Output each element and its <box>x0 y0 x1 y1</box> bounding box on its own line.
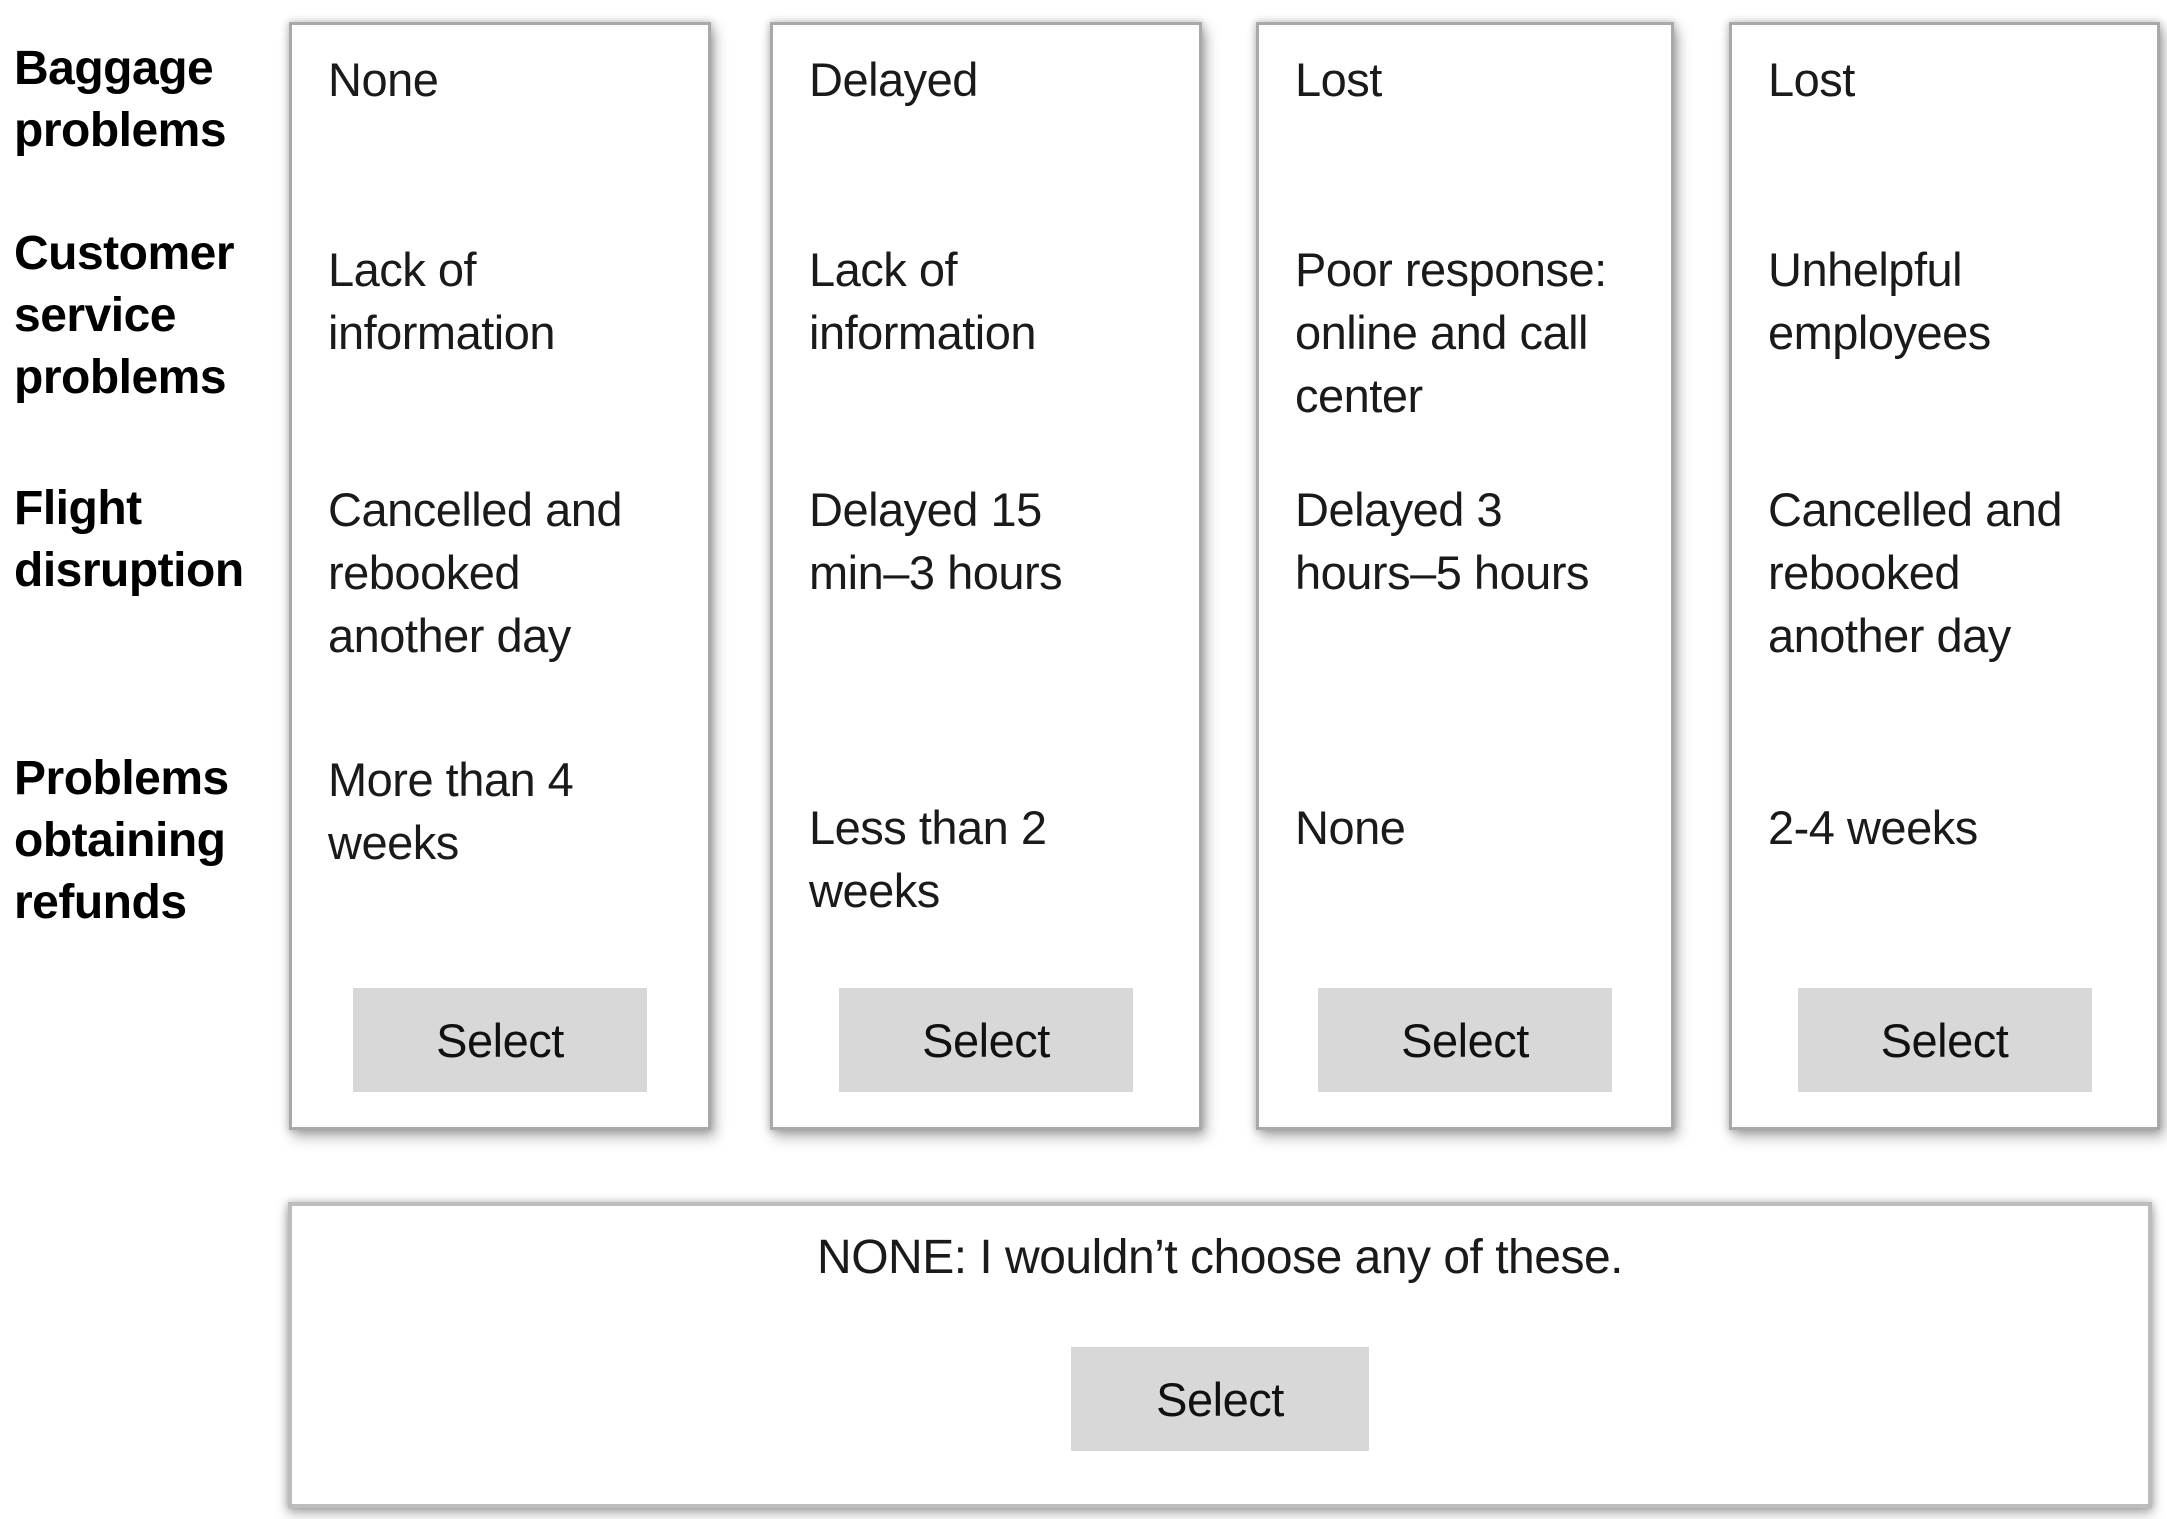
option-2-select-button[interactable]: Select <box>839 988 1133 1092</box>
option-3-flight-disruption-value: Delayed 3 hours–5 hours <box>1295 483 1589 599</box>
option-4-customer-service-value: Unhelpful employees <box>1768 243 1991 359</box>
option-card-4: Lost Unhelpful employees Cancelled and r… <box>1729 22 2160 1130</box>
option-1-flight-disruption-value: Cancelled and rebooked another day <box>328 483 623 662</box>
option-3-select-button[interactable]: Select <box>1318 988 1612 1092</box>
attribute-label-flight-disruption: Flight disruption <box>14 482 244 597</box>
option-1-select-button[interactable]: Select <box>353 988 647 1092</box>
attribute-label-baggage-problems: Baggage problems <box>14 42 227 157</box>
option-2-refunds-value: Less than 2 weeks <box>809 801 1047 917</box>
option-card-1: None Lack of information Cancelled and r… <box>289 22 711 1130</box>
option-4-flight-disruption-value: Cancelled and rebooked another day <box>1768 483 2063 662</box>
option-1-baggage-value: None <box>328 53 439 106</box>
option-3-baggage-value: Lost <box>1295 53 1382 106</box>
none-option-box: NONE: I wouldn’t choose any of these. Se… <box>288 1202 2152 1508</box>
option-4-select-button[interactable]: Select <box>1797 988 2092 1092</box>
option-3-refunds-value: None <box>1295 801 1406 854</box>
option-4-refunds-value: 2-4 weeks <box>1768 801 1978 854</box>
option-1-refunds-value: More than 4 weeks <box>328 753 574 869</box>
option-2-flight-disruption-value: Delayed 15 min–3 hours <box>809 483 1063 599</box>
option-1-customer-service-value: Lack of information <box>328 243 556 359</box>
attribute-label-customer-service-problems: Customer service problems <box>14 227 235 404</box>
none-select-button[interactable]: Select <box>1071 1347 1369 1451</box>
option-card-2: Delayed Lack of information Delayed 15 m… <box>770 22 1202 1130</box>
option-card-3: Lost Poor response: online and call cent… <box>1256 22 1674 1130</box>
attribute-label-problems-obtaining-refunds: Problems obtaining refunds <box>14 752 229 929</box>
option-4-baggage-value: Lost <box>1768 53 1855 106</box>
option-2-customer-service-value: Lack of information <box>809 243 1037 359</box>
option-2-baggage-value: Delayed <box>809 53 978 106</box>
none-option-text: NONE: I wouldn’t choose any of these. <box>817 1231 1623 1284</box>
option-3-customer-service-value: Poor response: online and call center <box>1295 243 1607 422</box>
